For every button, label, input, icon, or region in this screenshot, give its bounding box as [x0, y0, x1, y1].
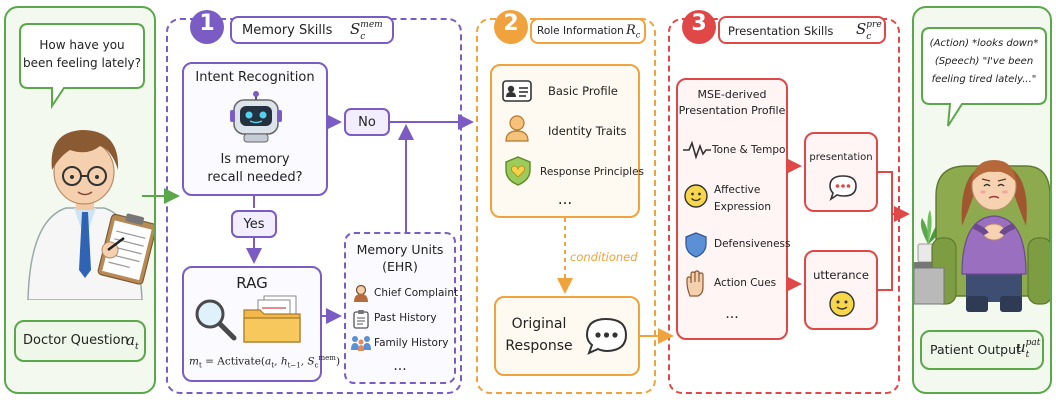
no-label: No — [358, 115, 376, 130]
doctor-question-symbol: at — [126, 331, 139, 352]
patient-speech-line-1: (Action) *looks down* — [929, 38, 1039, 49]
memory-unit-label-1: Chief Complaint — [374, 287, 459, 299]
no-box: No — [344, 108, 390, 136]
folder-icon — [243, 295, 301, 343]
patient-speech-line-2: (Speech) "I've been — [934, 56, 1034, 67]
profile-title-line-2: Presentation Profile — [678, 104, 786, 117]
memory-skills-title: Memory Skills — [242, 23, 333, 38]
utterance-output-label: utterance — [813, 268, 869, 282]
doctor-question-box: Doctor Question at — [14, 320, 146, 362]
memory-unit-label-2: Past History — [374, 312, 437, 324]
role-item-label-3: Response Principles — [540, 166, 645, 178]
doctor-speech-line-1: How have you — [39, 38, 125, 52]
chat-bubble-icon — [829, 175, 857, 201]
smiley-icon — [829, 291, 855, 317]
clipboard-icon — [353, 310, 369, 329]
presentation-output-label: presentation — [809, 152, 873, 163]
role-item-label-1: Basic Profile — [548, 84, 618, 98]
profile-item-label-3: Defensiveness — [714, 238, 791, 250]
conditioned-label: conditioned — [570, 250, 638, 264]
memory-units-title-2: (EHR) — [382, 259, 418, 274]
person-icon — [505, 115, 529, 142]
presentation-output-box: presentation — [804, 132, 878, 212]
role-information-title: Role Information — [537, 25, 624, 37]
waveform-icon — [683, 140, 711, 160]
role-items-ellipsis: ... — [557, 190, 573, 208]
profile-title-line-1: MSE-derived — [697, 88, 767, 101]
robot-icon — [230, 91, 282, 143]
role-information-title-tag: Role Information Rc — [530, 18, 646, 44]
profile-item-label-4: Action Cues — [714, 277, 777, 289]
memory-units-box: Memory Units (EHR) Chief Complaint Past … — [344, 232, 459, 384]
smiley-icon — [684, 184, 708, 208]
step-2-badge — [494, 10, 528, 44]
intent-recognition-box: Intent Recognition Is memory recall need… — [182, 62, 328, 196]
rag-formula: mt = Activate(at, ht−1, Scmem) — [189, 354, 341, 370]
step-3-badge — [682, 10, 716, 44]
doctor-question-label: Doctor Question — [23, 333, 129, 348]
intent-question-line-2: recall needed? — [207, 170, 303, 185]
intent-recognition-title: Intent Recognition — [195, 70, 315, 85]
step-1-badge — [190, 10, 224, 44]
doctor-speech-line-2: been feeling lately? — [22, 56, 142, 70]
memory-units-ellipsis: ... — [393, 358, 407, 374]
shield-icon — [685, 232, 707, 258]
yes-box: Yes — [231, 210, 277, 238]
presentation-profile-box: MSE-derived Presentation Profile Tone & … — [676, 78, 791, 340]
role-items-box: Basic Profile Identity Traits Response P… — [490, 64, 644, 218]
chat-bubble-icon — [585, 317, 628, 355]
memory-unit-label-3: Family History — [374, 337, 449, 349]
patient-speech-bubble — [921, 27, 1047, 127]
step-3-number: 3 — [691, 11, 707, 36]
yes-label: Yes — [243, 217, 265, 232]
role-information-symbol: Rc — [626, 23, 641, 40]
hand-icon — [686, 270, 704, 297]
family-icon — [351, 336, 371, 351]
doctor-speech-bubble — [19, 23, 145, 110]
profile-item-label-2a: Affective Expression — [714, 184, 771, 213]
presentation-skills-title: Presentation Skills — [728, 24, 834, 38]
original-response-line-2: Response — [505, 338, 573, 354]
person-icon — [354, 284, 368, 302]
rag-box: RAG mt = Activate(at, ht−1, Scmem) — [182, 266, 340, 382]
patient-output-label: Patient Output — [930, 342, 1021, 357]
original-response-line-1: Original — [511, 316, 567, 332]
role-item-label-2: Identity Traits — [548, 124, 627, 138]
doctor-illustration — [27, 130, 154, 300]
intent-question-line-1: Is memory — [220, 152, 290, 167]
shield-heart-icon — [505, 156, 531, 186]
profile-item-label-1: Tone & Tempo — [712, 144, 786, 156]
step-1-number: 1 — [199, 11, 215, 36]
magnifier-icon — [195, 299, 237, 341]
rag-title: RAG — [236, 274, 268, 292]
step-2-number: 2 — [503, 11, 519, 36]
id-card-icon — [502, 80, 532, 102]
memory-units-title-1: Memory Units — [356, 242, 444, 257]
patient-speech-line-3: feeling tired lately..." — [931, 74, 1037, 85]
profile-ellipsis: ... — [725, 306, 739, 322]
original-response-box: Original Response — [494, 296, 640, 376]
utterance-output-box: utterance — [804, 250, 878, 330]
patient-illustration — [914, 160, 1050, 312]
